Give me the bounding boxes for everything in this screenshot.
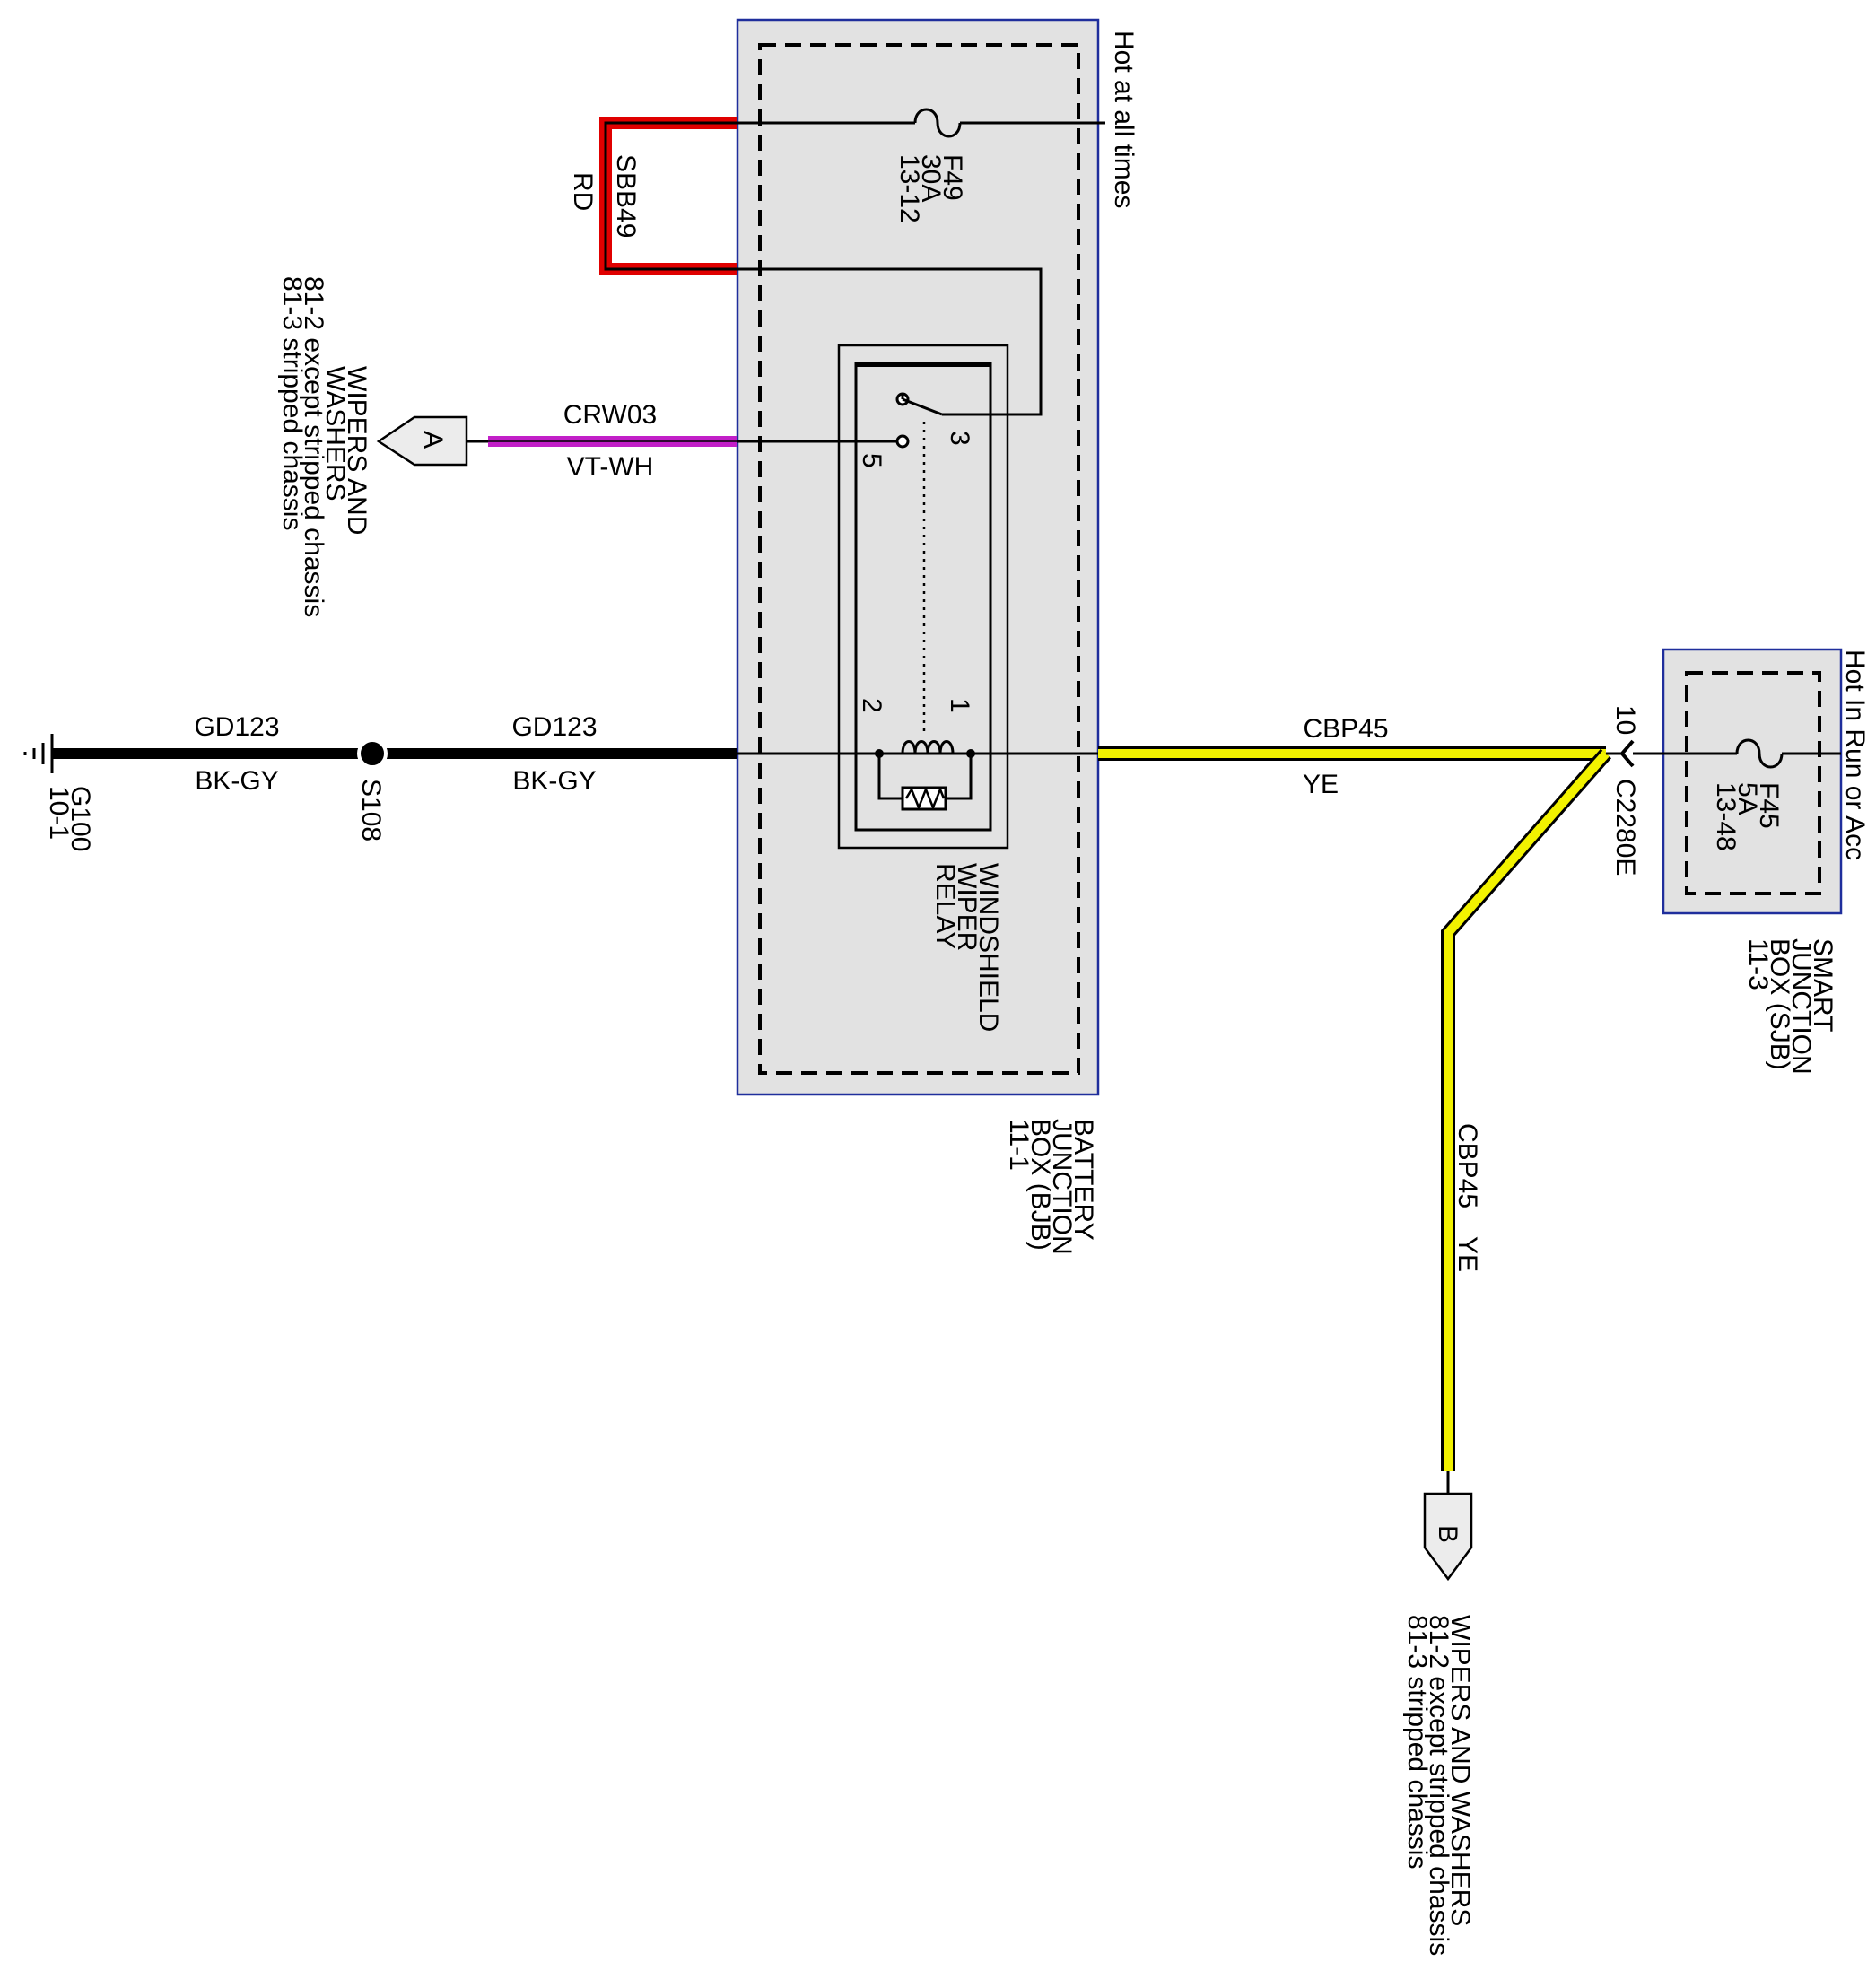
fuse-f49-symbol — [913, 108, 962, 138]
relay-pin-1: 1 — [945, 698, 974, 713]
relay-name-line: WIPER — [952, 863, 982, 951]
sjb-name-line: BOX (SJB) — [1765, 938, 1794, 1070]
relay-name-line: WINDSHIELD — [973, 863, 1003, 1032]
wire-cbp45-vert-circuit: CBP45 — [1453, 1123, 1482, 1208]
connector-c2280e-id: C2280E — [1610, 779, 1640, 876]
offpage-connector-a-letter: A — [418, 431, 448, 449]
wire-cbp45-horiz-circuit: CBP45 — [1303, 714, 1388, 744]
splice-s108-label: S108 — [356, 779, 386, 841]
fuse-f49: F49 30A 13-12 — [737, 108, 1105, 223]
offpage-a-line: 81-3 stripped chassis — [277, 276, 307, 530]
wire-gd123-right-color: BK-GY — [512, 766, 596, 796]
wire-crw03-color: VT-WH — [567, 452, 654, 482]
relay-name-line: RELAY — [930, 863, 960, 949]
offpage-connector-b-letter: B — [1433, 1525, 1462, 1543]
offpage-connector-a-shape — [376, 415, 468, 467]
offpage-a-line: WASHERS — [320, 366, 350, 501]
splice-s108 — [357, 738, 388, 769]
battery-junction-box: Hot at all times BATTERY JUNCTION BOX (B… — [736, 18, 1139, 1255]
fuse-f45-name: F45 — [1754, 782, 1784, 829]
connector-c2280e-pin: 10 — [1610, 705, 1640, 735]
relay-coil — [901, 740, 955, 754]
offpage-connector-b: B WIPERS AND WASHERS 81-2 except strippe… — [1402, 1492, 1475, 1956]
fuse-f45-ref: 13-48 — [1711, 782, 1741, 851]
relay-switch-arm — [902, 397, 943, 416]
offpage-connector-a: A WIPERS AND WASHERS 81-2 except strippe… — [277, 276, 468, 617]
bjb-name-line: JUNCTION — [1047, 1119, 1077, 1255]
smart-junction-box: Hot In Run or Acc 10 C2280E F45 5A 13-48… — [1606, 648, 1870, 1075]
bjb-inner-dashed — [758, 43, 1080, 1075]
sjb-name-line: SMART — [1808, 938, 1837, 1032]
sjb-outline — [1662, 648, 1843, 915]
connector-c2280e: 10 C2280E — [1606, 705, 1640, 876]
offpage-b-line: 81-2 except stripped chassis — [1424, 1615, 1453, 1956]
ground-symbol — [23, 734, 54, 773]
bjb-outline — [736, 18, 1100, 1096]
offpage-connector-b-destination: WIPERS AND WASHERS 81-2 except stripped … — [1402, 1615, 1475, 1956]
wire-cbp45-horiz-color: YE — [1303, 770, 1339, 799]
fuse-f49-rating: 30A — [916, 154, 946, 202]
bjb-hot-label: Hot at all times — [1109, 31, 1139, 208]
wire-sbb49-circuit: SBB49 — [611, 154, 641, 238]
relay-switch-contact-5 — [895, 434, 910, 449]
windshield-wiper-relay: 3 5 1 2 WINDSHIELD WIPER RELAY — [837, 344, 1009, 1032]
fuse-f49-name: F49 — [938, 154, 967, 201]
fuse-f45-rating: 5A — [1732, 782, 1762, 815]
wire-sbb49-color: RD — [568, 172, 598, 211]
relay-name: WINDSHIELD WIPER RELAY — [930, 863, 1003, 1032]
fuse-f45-symbol — [1735, 738, 1784, 769]
sjb-inner-dashed — [1685, 671, 1821, 895]
ground-ref: 10-1 — [44, 786, 74, 840]
sjb-hot-label: Hot In Run or Acc — [1840, 650, 1870, 860]
bjb-name-line: BOX (BJB) — [1025, 1119, 1055, 1251]
fuse-f45: F45 5A 13-48 — [1633, 738, 1841, 851]
wire-gd123: G100 10-1 S108 GD123 BK-GY GD123 BK-GY — [23, 712, 737, 851]
bjb-name-line: 11-1 — [1004, 1119, 1034, 1171]
wire-gd123-right-circuit: GD123 — [511, 712, 597, 742]
wire-gd123-left-color: BK-GY — [195, 766, 278, 796]
bjb-name: BATTERY JUNCTION BOX (BJB) 11-1 — [1004, 1119, 1098, 1255]
offpage-b-line: 81-3 stripped chassis — [1402, 1615, 1432, 1869]
relay-pin-2: 2 — [857, 698, 886, 713]
offpage-connector-b-shape — [1423, 1492, 1473, 1582]
fuse-f49-ref: 13-12 — [894, 154, 924, 223]
relay-outer-box — [837, 344, 1009, 850]
wire-sbb49: SBB49 RD — [568, 117, 737, 275]
offpage-b-line: WIPERS AND WASHERS — [1445, 1615, 1475, 1926]
wire-gd123-left-circuit: GD123 — [194, 712, 279, 742]
sjb-name-line: JUNCTION — [1786, 938, 1816, 1075]
relay-pin-3: 3 — [945, 431, 974, 446]
wire-crw03: CRW03 VT-WH — [467, 400, 737, 482]
wire-cbp45-vert-color: YE — [1453, 1236, 1482, 1272]
offpage-a-line: WIPERS AND — [342, 366, 371, 535]
sjb-name: SMART JUNCTION BOX (SJB) 11-3 — [1743, 938, 1837, 1075]
relay-pin-5: 5 — [857, 453, 886, 468]
wire-crw03-circuit: CRW03 — [563, 400, 657, 430]
wire-cbp45: CBP45 YE CBP45 YE — [1098, 714, 1612, 1494]
sjb-name-line: 11-3 — [1743, 938, 1773, 990]
connector-c2280e-symbol — [1619, 739, 1635, 768]
offpage-connector-a-destination: WIPERS AND WASHERS 81-2 except stripped … — [277, 276, 371, 617]
offpage-a-line: 81-2 except stripped chassis — [299, 276, 328, 617]
bjb-name-line: BATTERY — [1069, 1119, 1098, 1241]
ground-id: G100 — [65, 786, 95, 851]
